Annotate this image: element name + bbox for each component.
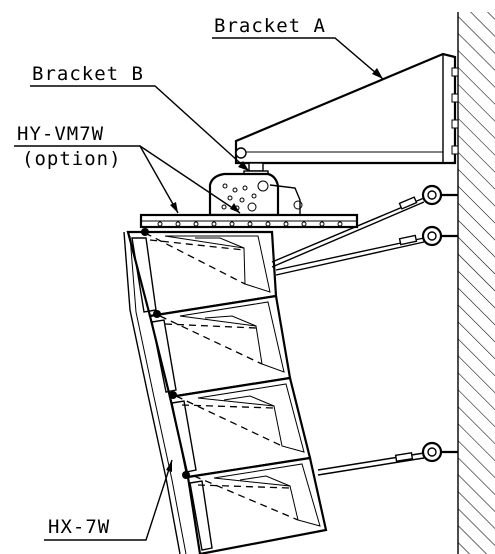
speaker-model-label: HX-7W [48,516,110,538]
bracket-b-leader [30,85,250,172]
frame-model-label: HY-VM7W [17,123,104,145]
bracket-a [234,52,459,165]
frame-hy-vm7w [139,213,359,229]
leader-lines [14,37,384,541]
bracket-b-label: Bracket B [32,63,144,85]
speaker-leader [44,459,173,541]
array-front-grille [129,235,187,554]
bracket-b [208,162,303,217]
array-front-edge [123,231,181,554]
wall-anchors-and-cables [271,184,458,476]
bracket-a-label: Bracket A [214,15,326,37]
speaker-cabinet-4 [182,456,328,554]
frame-option-label: (option) [22,148,122,170]
frame-leader-2 [139,145,241,214]
wall [457,12,495,554]
speaker-cabinet-2 [148,294,292,399]
bracket-a-leader [212,37,384,80]
